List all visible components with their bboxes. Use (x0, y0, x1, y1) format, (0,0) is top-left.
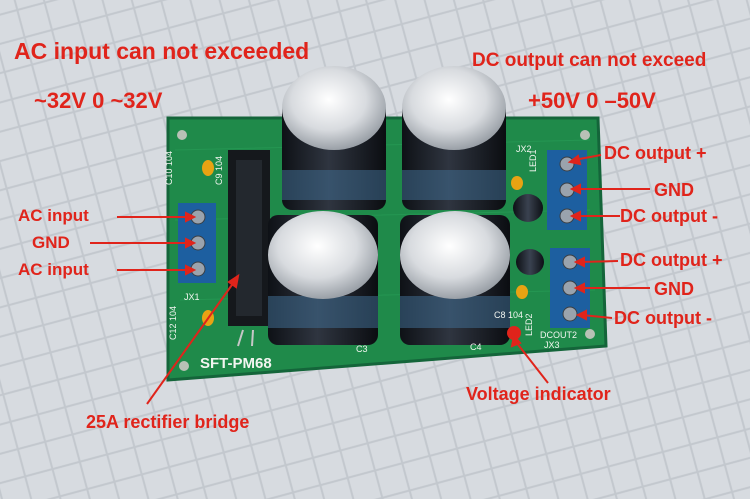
ceramic-cap-c10 (202, 160, 214, 176)
label-dc-output-plus-1: DC output + (604, 143, 707, 163)
small-capacitor-2 (516, 249, 544, 275)
silk-c4: C4 (470, 342, 482, 352)
capacitor-top-right (402, 66, 506, 210)
silk-c10: C10 104 (164, 151, 174, 185)
board-model-label: SFT-PM68 (200, 355, 272, 372)
silk-led2: LED2 (524, 313, 534, 336)
ac-input-heading: AC input can not exceeded (14, 38, 310, 64)
capacitor-bottom-left (268, 211, 378, 345)
led-indicator (507, 326, 521, 340)
label-ac-input-bottom: AC input (18, 260, 89, 279)
ceramic-cap-c9 (511, 176, 523, 190)
silk-c9: C9 104 (214, 156, 224, 185)
capacitor-bottom-right (400, 211, 510, 345)
label-rectifier-bridge: 25A rectifier bridge (86, 412, 250, 432)
label-gnd-right-2: GND (654, 279, 694, 299)
label-gnd-left: GND (32, 233, 70, 252)
dc-output-range: +50V 0 –50V (528, 88, 656, 113)
ac-input-range: ~32V 0 ~32V (34, 88, 163, 113)
silk-jx1: JX1 (184, 292, 200, 302)
silk-dcout2: DCOUT2 (540, 330, 577, 340)
label-dc-output-plus-2: DC output + (620, 250, 723, 270)
silk-jx2: JX2 (516, 144, 532, 154)
small-capacitor-1 (513, 194, 543, 222)
silk-led1: LED1 (528, 149, 538, 172)
capacitor-top-left (282, 66, 386, 210)
label-dc-output-minus-2: DC output - (614, 308, 712, 328)
dc-output-heading: DC output can not exceed (472, 50, 707, 71)
silk-c12: C12 104 (168, 306, 178, 340)
label-voltage-indicator: Voltage indicator (466, 384, 611, 404)
silk-c8: C8 104 (494, 310, 523, 320)
rectifier-bridge (228, 150, 270, 347)
label-gnd-right-1: GND (654, 180, 694, 200)
ceramic-cap-c8 (516, 285, 528, 299)
silk-jx3: JX3 (544, 340, 560, 350)
label-ac-input-top: AC input (18, 206, 89, 225)
silk-c3: C3 (356, 344, 368, 354)
silkscreen: C10 104 C9 104 JX1 C12 104 C3 C4 JX2 LED… (164, 144, 577, 354)
label-dc-output-minus-1: DC output - (620, 206, 718, 226)
pointer-lines (90, 154, 650, 405)
